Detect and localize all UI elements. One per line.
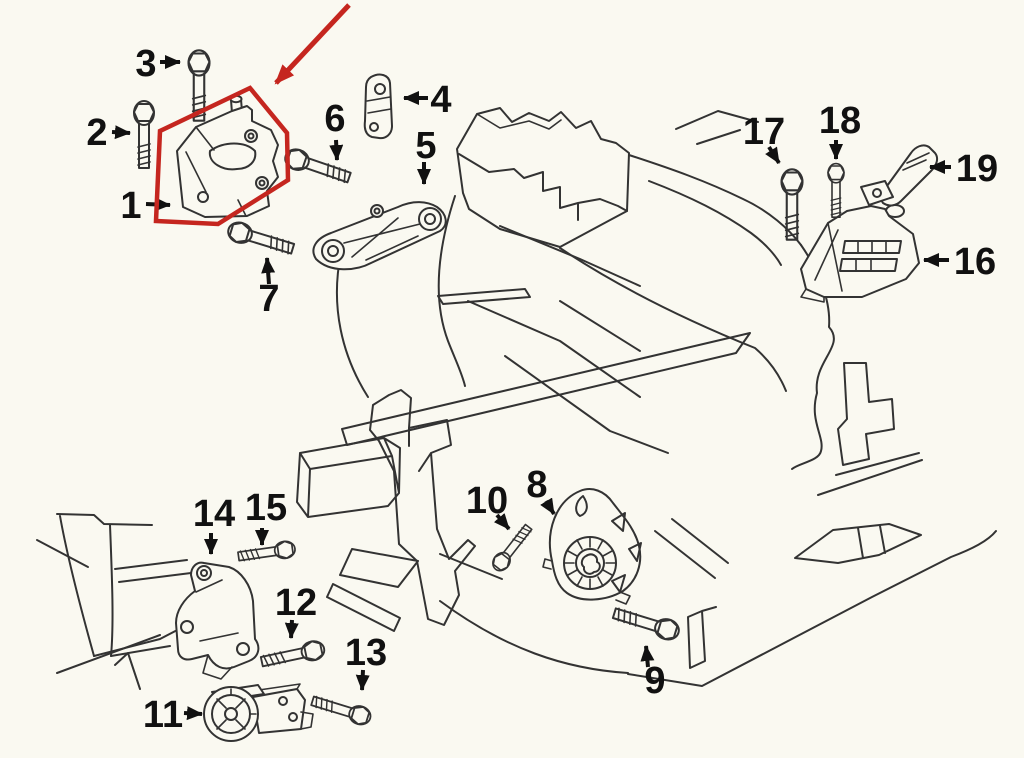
bolt-17-art	[780, 168, 804, 241]
part-11-rear-mount	[203, 683, 314, 742]
callout-label-1[interactable]: 1	[120, 185, 141, 227]
part-1-highlight	[153, 3, 351, 227]
part-16-transmission-mount	[800, 204, 920, 303]
callout-arrow-2	[111, 125, 131, 140]
part-1-engine-mount	[176, 94, 279, 218]
part-8-hub-ribs	[563, 536, 617, 590]
part-1-highlight-arrow	[274, 3, 351, 85]
callout-arrow-9	[640, 645, 655, 668]
bolt-10-art	[488, 521, 536, 575]
callout-label-13[interactable]: 13	[345, 632, 387, 674]
callout-arrow-11	[183, 706, 203, 721]
part-8-torque-mount	[542, 488, 642, 605]
callout-label-10[interactable]: 10	[466, 480, 508, 522]
callout-label-11[interactable]: 11	[143, 694, 183, 736]
callout-label-14[interactable]: 14	[193, 493, 235, 535]
callout-label-8[interactable]: 8	[526, 464, 547, 506]
bolt-9-art	[610, 602, 683, 644]
engine-line-art	[36, 107, 997, 690]
callout-label-18[interactable]: 18	[819, 100, 861, 142]
callout-label-12[interactable]: 12	[275, 582, 317, 624]
callout-label-15[interactable]: 15	[245, 487, 287, 529]
callout-arrow-12	[284, 619, 299, 639]
bolt-6-art	[281, 145, 354, 189]
callout-arrow-7	[261, 257, 276, 285]
callout-label-5[interactable]: 5	[415, 125, 436, 167]
callout-label-2[interactable]: 2	[86, 112, 107, 154]
callout-label-9[interactable]: 9	[644, 660, 665, 702]
part-4-bracket-plate	[363, 73, 393, 140]
callout-labels: 1 2 3 4 5 6 7 8 9 10 11 12 13 14 15 16 1…	[86, 43, 998, 736]
bolt-13-art	[308, 691, 374, 728]
bolt-7-art	[224, 218, 297, 260]
part-1-highlight-outline	[153, 85, 291, 227]
bolt-18-art	[827, 162, 845, 218]
callout-arrow-13	[355, 669, 370, 691]
callout-label-19[interactable]: 19	[956, 148, 998, 190]
callout-arrow-10	[493, 513, 511, 531]
callout-arrow-8	[540, 497, 556, 516]
callout-label-4[interactable]: 4	[430, 79, 451, 121]
callout-arrows	[111, 55, 951, 721]
callout-label-17[interactable]: 17	[743, 111, 785, 153]
part-19-mount-arm	[860, 144, 939, 207]
callout-label-7[interactable]: 7	[258, 278, 279, 320]
callout-arrow-6	[329, 139, 344, 161]
bolt-15-art	[236, 539, 297, 566]
callout-label-16[interactable]: 16	[954, 241, 996, 283]
callout-label-6[interactable]: 6	[324, 98, 345, 140]
bolt-2-art	[133, 100, 155, 169]
callout-label-3[interactable]: 3	[135, 43, 156, 85]
part-14-lower-bracket	[175, 561, 260, 680]
bolt-12-art	[258, 638, 328, 672]
callout-arrow-17	[765, 145, 781, 165]
part-5-support-bracket	[312, 201, 447, 271]
